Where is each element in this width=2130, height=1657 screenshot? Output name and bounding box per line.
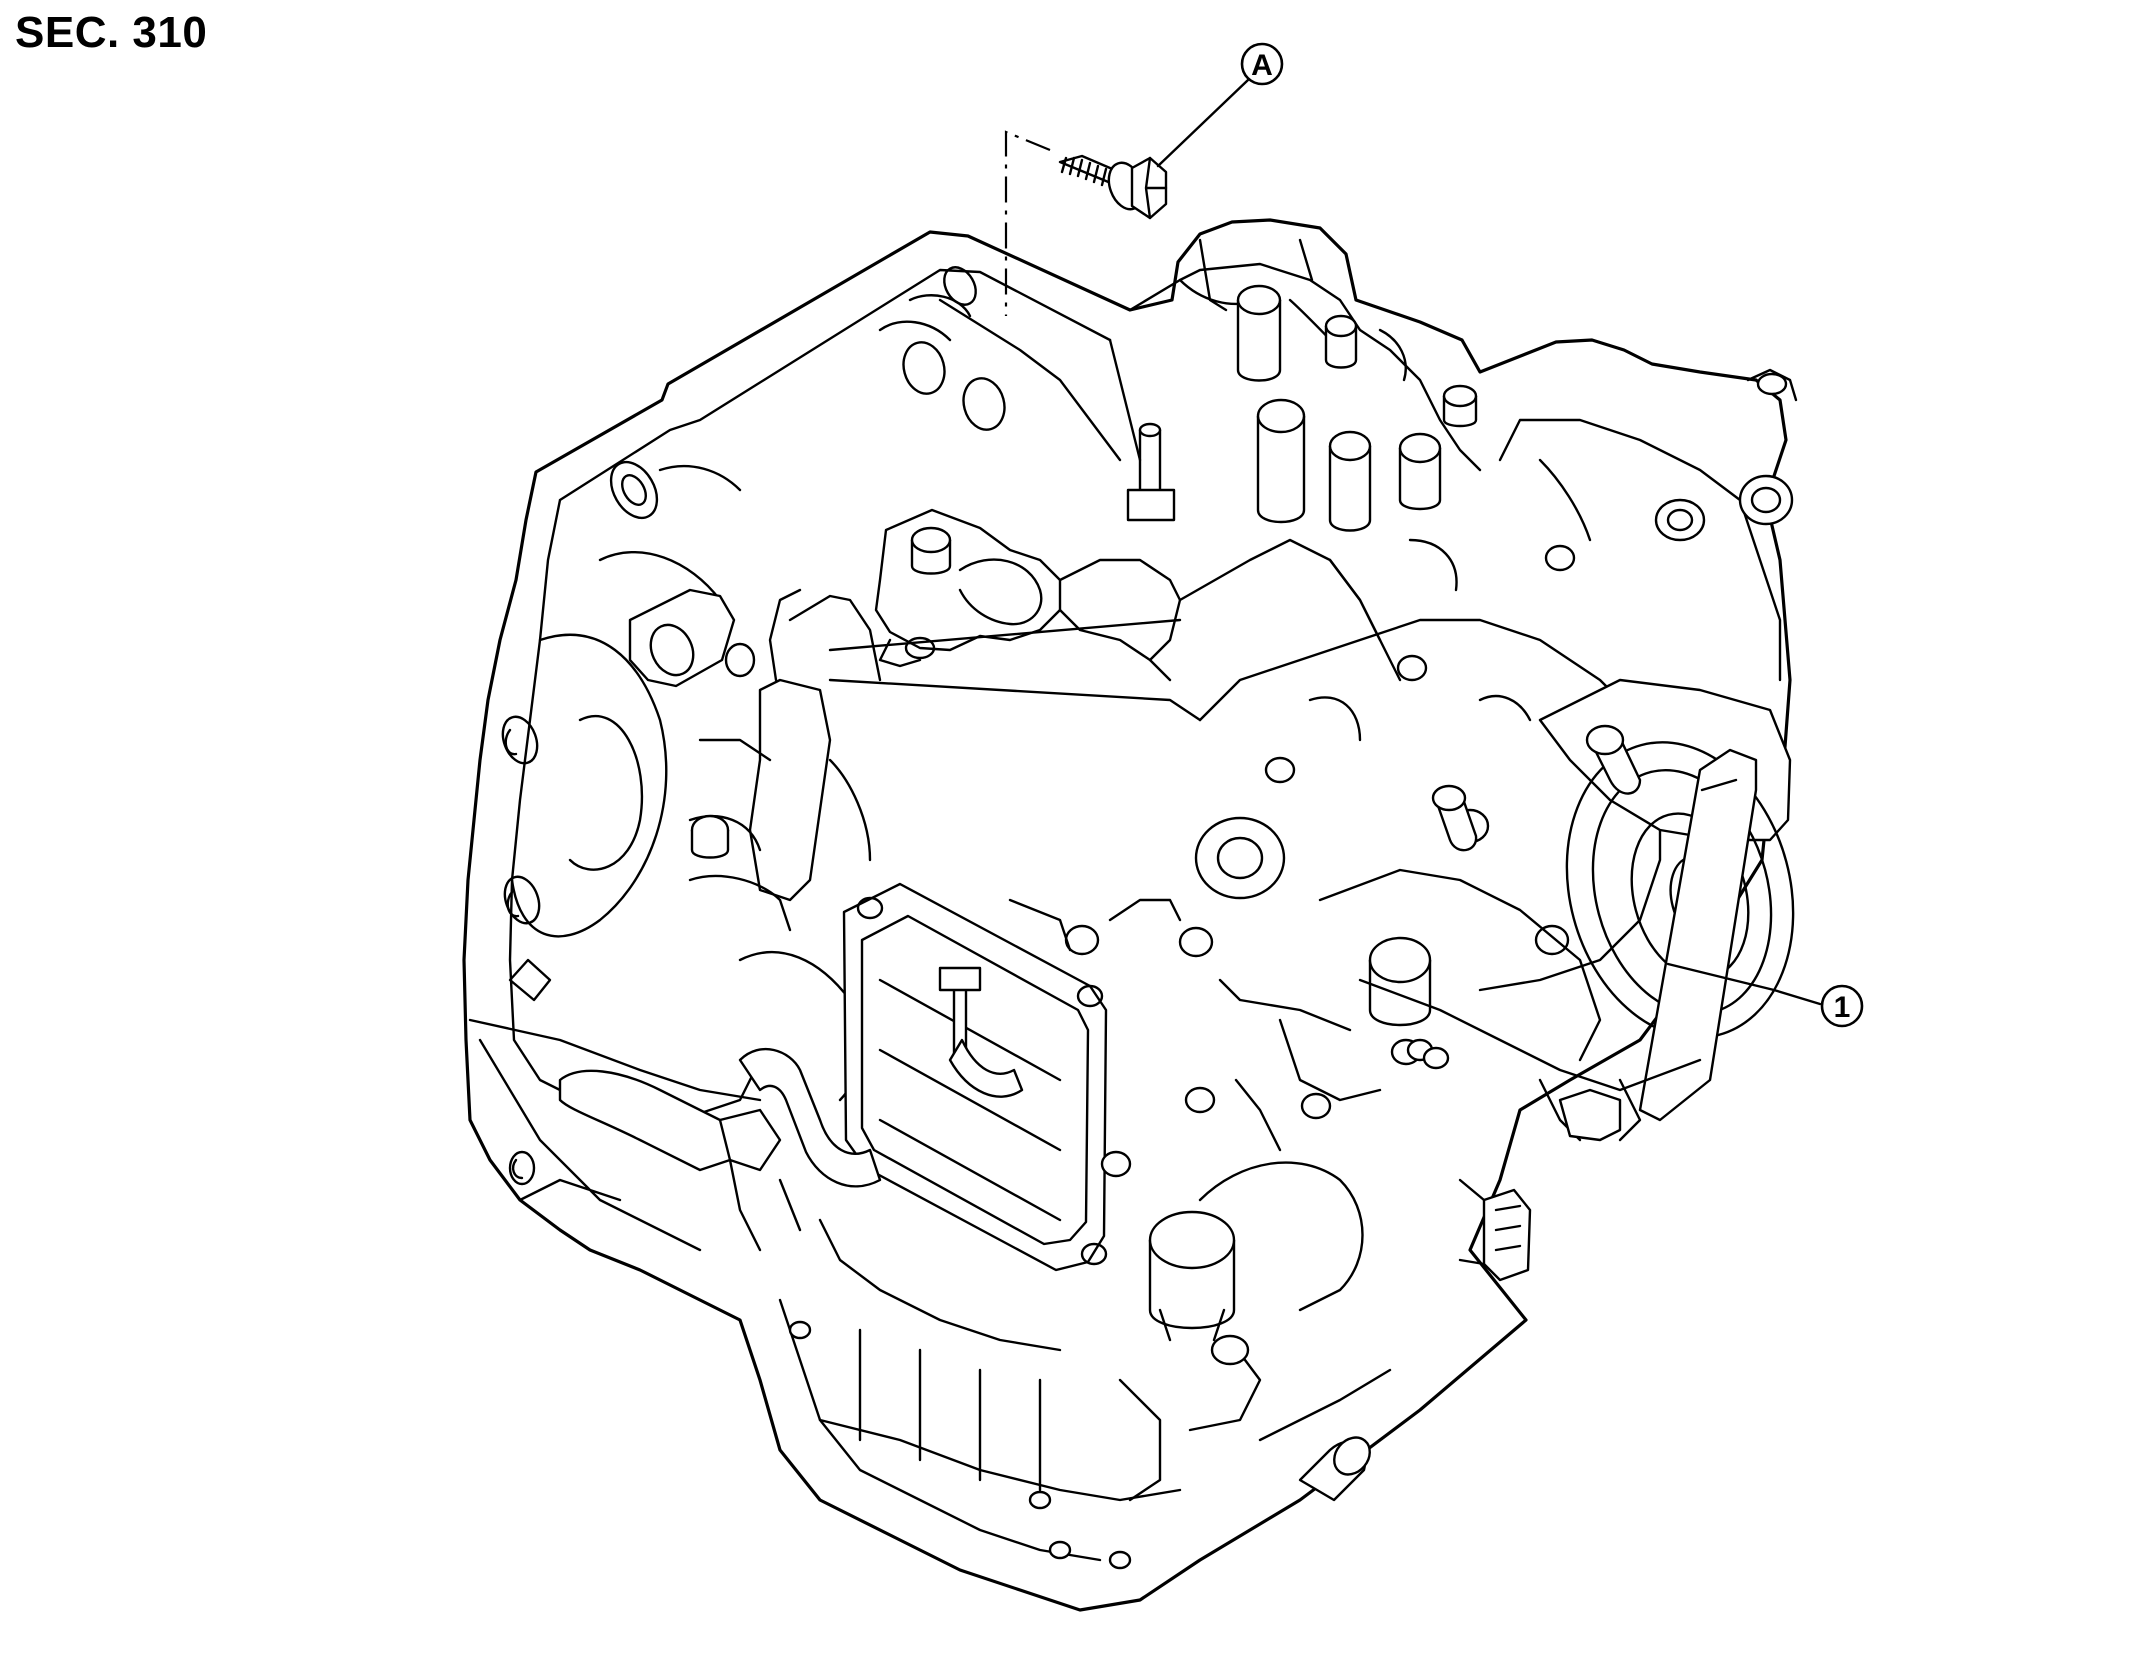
bolt (1058, 154, 1168, 220)
top-cylinder (1442, 384, 1478, 428)
callout-a-leader (1156, 78, 1250, 168)
top-cylinder (1328, 430, 1372, 532)
oil-cooler (738, 882, 1108, 1272)
top-cylinder (1398, 432, 1442, 511)
top-cylinder (1256, 398, 1306, 524)
callout-1-label: 1 (1834, 991, 1851, 1024)
callout-a-label: A (1251, 49, 1273, 82)
lower-solenoid (1148, 1210, 1236, 1342)
section-label: SEC. 310 (15, 8, 208, 57)
callout-a: A (1156, 42, 1284, 168)
transaxle-assembly (462, 218, 1798, 1612)
callout-1: 1 (1666, 962, 1864, 1028)
callout-1-leader (1666, 962, 1822, 1006)
bolt-alignment-line (1004, 130, 1051, 316)
port-cylinder (1431, 784, 1478, 852)
drain-plug (1298, 1436, 1371, 1502)
callout-a-circle (1240, 42, 1284, 86)
top-cylinder (1236, 284, 1282, 382)
port-cylinder (1194, 816, 1286, 900)
inhibitor-switch (874, 508, 1062, 668)
top-cylinder (1324, 314, 1358, 369)
callout-1-circle (1820, 984, 1864, 1028)
port-cylinder (1585, 724, 1642, 795)
port-cylinder (1368, 936, 1432, 1027)
